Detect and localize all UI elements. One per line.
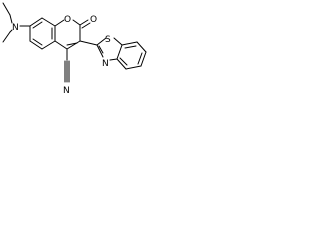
bond-pyr-c3-c4 xyxy=(66,40,81,50)
carbonyl-oxygen-label: O xyxy=(90,15,97,25)
bond-benz-2 xyxy=(41,17,56,27)
amine-nitrogen-label: N xyxy=(12,23,19,33)
bond-btz-benz-double-c xyxy=(119,57,128,66)
bond-ethyl1-ch2-n xyxy=(9,14,13,24)
nitrile-group: N xyxy=(63,48,70,96)
bond-pyr-o-c2 xyxy=(72,19,81,26)
bond-ethyl2-ch2-n xyxy=(9,29,13,33)
bond-benz-5 xyxy=(29,40,43,50)
bond-pyr-c8a-o xyxy=(54,19,65,27)
bond-benz-1 xyxy=(29,17,43,27)
bond-btz-benz-double-a xyxy=(124,45,137,49)
thiazole-nitrogen-label: N xyxy=(102,59,109,69)
bond-benz-double-c xyxy=(32,38,43,46)
ring-oxygen-label: O xyxy=(64,15,71,25)
nitrile-nitrogen-label: N xyxy=(63,86,70,96)
bond-btz-benz-3 xyxy=(140,51,147,67)
bond-btz-n-c2-double xyxy=(98,45,104,54)
bond-btz-benz-5 xyxy=(116,58,127,70)
bond-btz-benz-2 xyxy=(136,41,147,53)
bond-benz-double-a xyxy=(32,21,43,29)
bond-btz-c2-s xyxy=(96,37,107,46)
bond-pyr-c3-c4-double xyxy=(66,42,78,46)
bond-btz-s-c7a xyxy=(113,37,123,46)
carbonyl-group: O xyxy=(79,15,97,29)
bond-btz-benz-1 xyxy=(121,41,138,46)
bond-carbonyl-1 xyxy=(79,19,89,26)
bond-btz-benz-double-b xyxy=(137,52,143,65)
diethylamino-group: N xyxy=(2,2,31,43)
coumarin-benzene-ring xyxy=(29,17,56,50)
thiazole-sulfur-label: S xyxy=(105,35,111,45)
structure-diagram: N O O N xyxy=(2,2,147,96)
bond-ethyl2-ch3-ch2 xyxy=(2,31,11,43)
bond-carbonyl-2 xyxy=(81,22,91,29)
bond-c3-btz xyxy=(79,40,98,46)
bond-btz-n-c2 xyxy=(96,44,104,58)
bond-btz-c3a-n xyxy=(109,58,118,61)
pyranone-ring: O xyxy=(54,15,81,50)
bond-btz-benz-4 xyxy=(125,65,142,70)
bond-ethyl1-ch3-ch2 xyxy=(2,2,11,16)
bond-pyr-c4-c4a xyxy=(54,40,68,50)
benzothiazole-group: S N xyxy=(79,35,147,70)
bond-btz-c7a-c3a xyxy=(116,44,123,60)
bond-benz-4 xyxy=(41,40,56,50)
